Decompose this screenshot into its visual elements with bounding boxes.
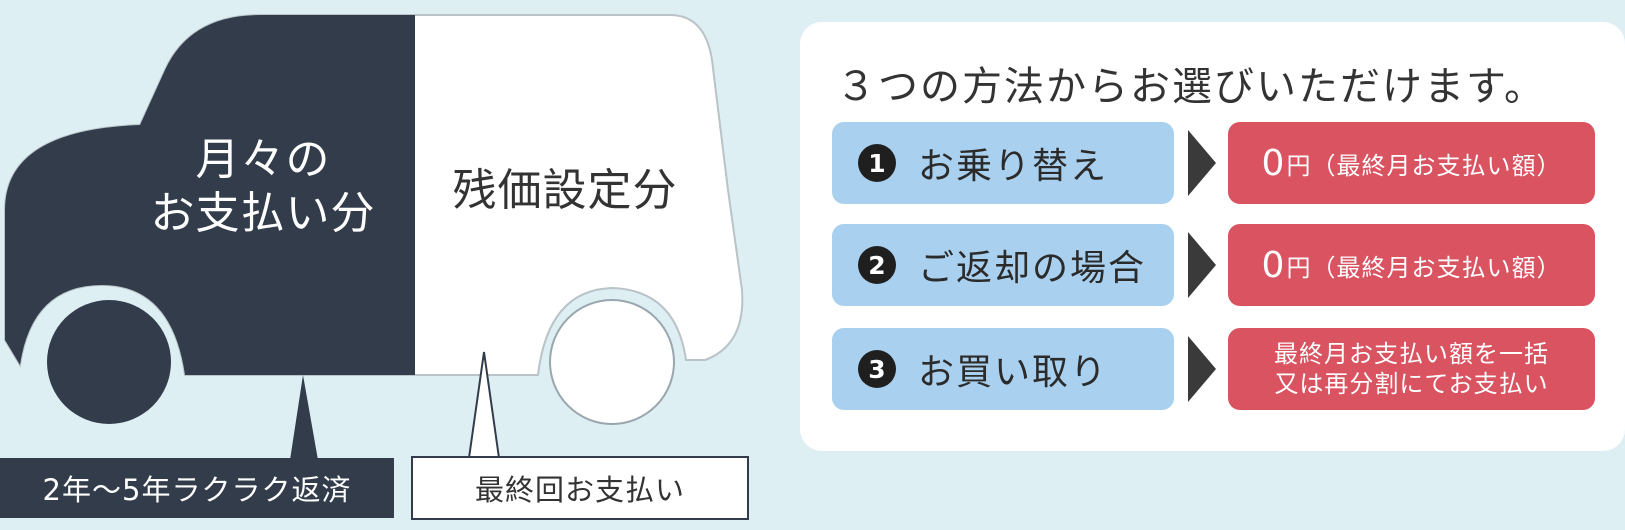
result-trade-in: 0 円（最終月お支払い額） [1228, 122, 1595, 204]
arrow-right-icon [1188, 336, 1216, 402]
result-zero-amount: 0 [1261, 142, 1285, 184]
option-return: 2 ご返却の場合 [832, 224, 1174, 306]
option-label-text: お乗り替え [918, 146, 1109, 187]
result-return: 0 円（最終月お支払い額） [1228, 224, 1595, 306]
rear-wheel [47, 300, 171, 424]
result-line-1: 最終月お支払い額を一括 [1274, 340, 1549, 368]
arrow-right-icon [1188, 130, 1216, 196]
callout-monthly-repayment: 2年〜5年ラクラク返済 [0, 458, 394, 518]
options-panel: ３つの方法からお選びいただけます。 1 お乗り替え 0 円（最終月お支払い額） … [800, 22, 1625, 451]
result-description: 円（最終月お支払い額） [1286, 253, 1562, 282]
monthly-payment-label-line1: 月々の [195, 134, 331, 185]
result-description: 円（最終月お支払い額） [1286, 151, 1562, 180]
result-description: 最終月お支払い額を一括 又は再分割にてお支払い [1274, 339, 1549, 399]
option-label-text: お買い取り [918, 352, 1109, 393]
monthly-payment-label: 月々の お支払い分 [118, 133, 408, 240]
number-badge-1: 1 [858, 144, 896, 182]
option-buyout: 3 お買い取り [832, 328, 1174, 410]
callout-pointer-monthly [290, 375, 318, 460]
number-badge-3: 3 [858, 350, 896, 388]
monthly-payment-label-line2: お支払い分 [150, 187, 376, 239]
callout-final-payment: 最終回お支払い [411, 456, 749, 520]
arrow-right-icon [1188, 232, 1216, 298]
residual-value-label: 残価設定分 [452, 165, 678, 216]
option-label-text: ご返却の場合 [918, 248, 1147, 289]
option-trade-in: 1 お乗り替え [832, 122, 1174, 204]
result-buyout: 最終月お支払い額を一括 又は再分割にてお支払い [1228, 328, 1595, 410]
result-line-2: 又は再分割にてお支払い [1274, 370, 1549, 398]
panel-title: ３つの方法からお選びいただけます。 [836, 64, 1546, 110]
number-badge-2: 2 [858, 246, 896, 284]
result-zero-amount: 0 [1261, 244, 1285, 286]
front-wheel [549, 299, 675, 425]
